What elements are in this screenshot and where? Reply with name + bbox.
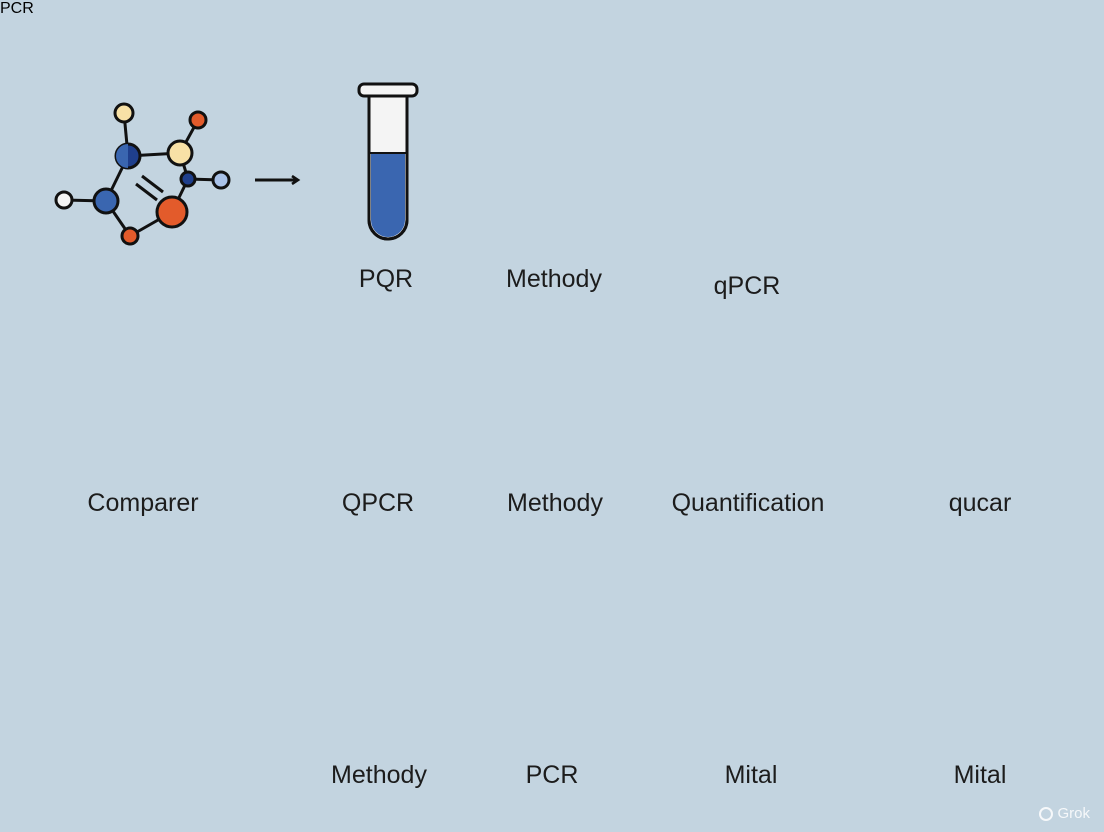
grok-logo-icon bbox=[1039, 807, 1054, 821]
label-mital-1: Mital bbox=[724, 761, 778, 789]
grok-watermark: Grok bbox=[1039, 805, 1090, 822]
label-qucar: qucar bbox=[948, 489, 1012, 517]
label-mital-2: Mital bbox=[953, 761, 1007, 789]
jar-label: PCR bbox=[0, 0, 34, 17]
label-qpcr-jar: QPCR bbox=[341, 489, 415, 517]
label-methody-3: Methody bbox=[331, 761, 427, 789]
watermark-text: Grok bbox=[1057, 805, 1090, 822]
arrow-r2-a: PCR bbox=[0, 0, 1090, 822]
label-quantification: Quantification bbox=[671, 489, 825, 517]
molecule-icon-row1 bbox=[54, 102, 231, 246]
label-pqr: PQR bbox=[358, 265, 414, 293]
label-comparer: Comparer bbox=[87, 489, 199, 517]
label-pcr: PCR bbox=[525, 761, 579, 789]
test-tube-icon-1 bbox=[357, 82, 419, 241]
label-methody-1: Methody bbox=[506, 265, 602, 293]
arrow-r1-b: PCR bbox=[0, 0, 1090, 822]
label-methody-2: Methody bbox=[507, 489, 603, 517]
label-qpcr: qPCR bbox=[713, 272, 781, 300]
